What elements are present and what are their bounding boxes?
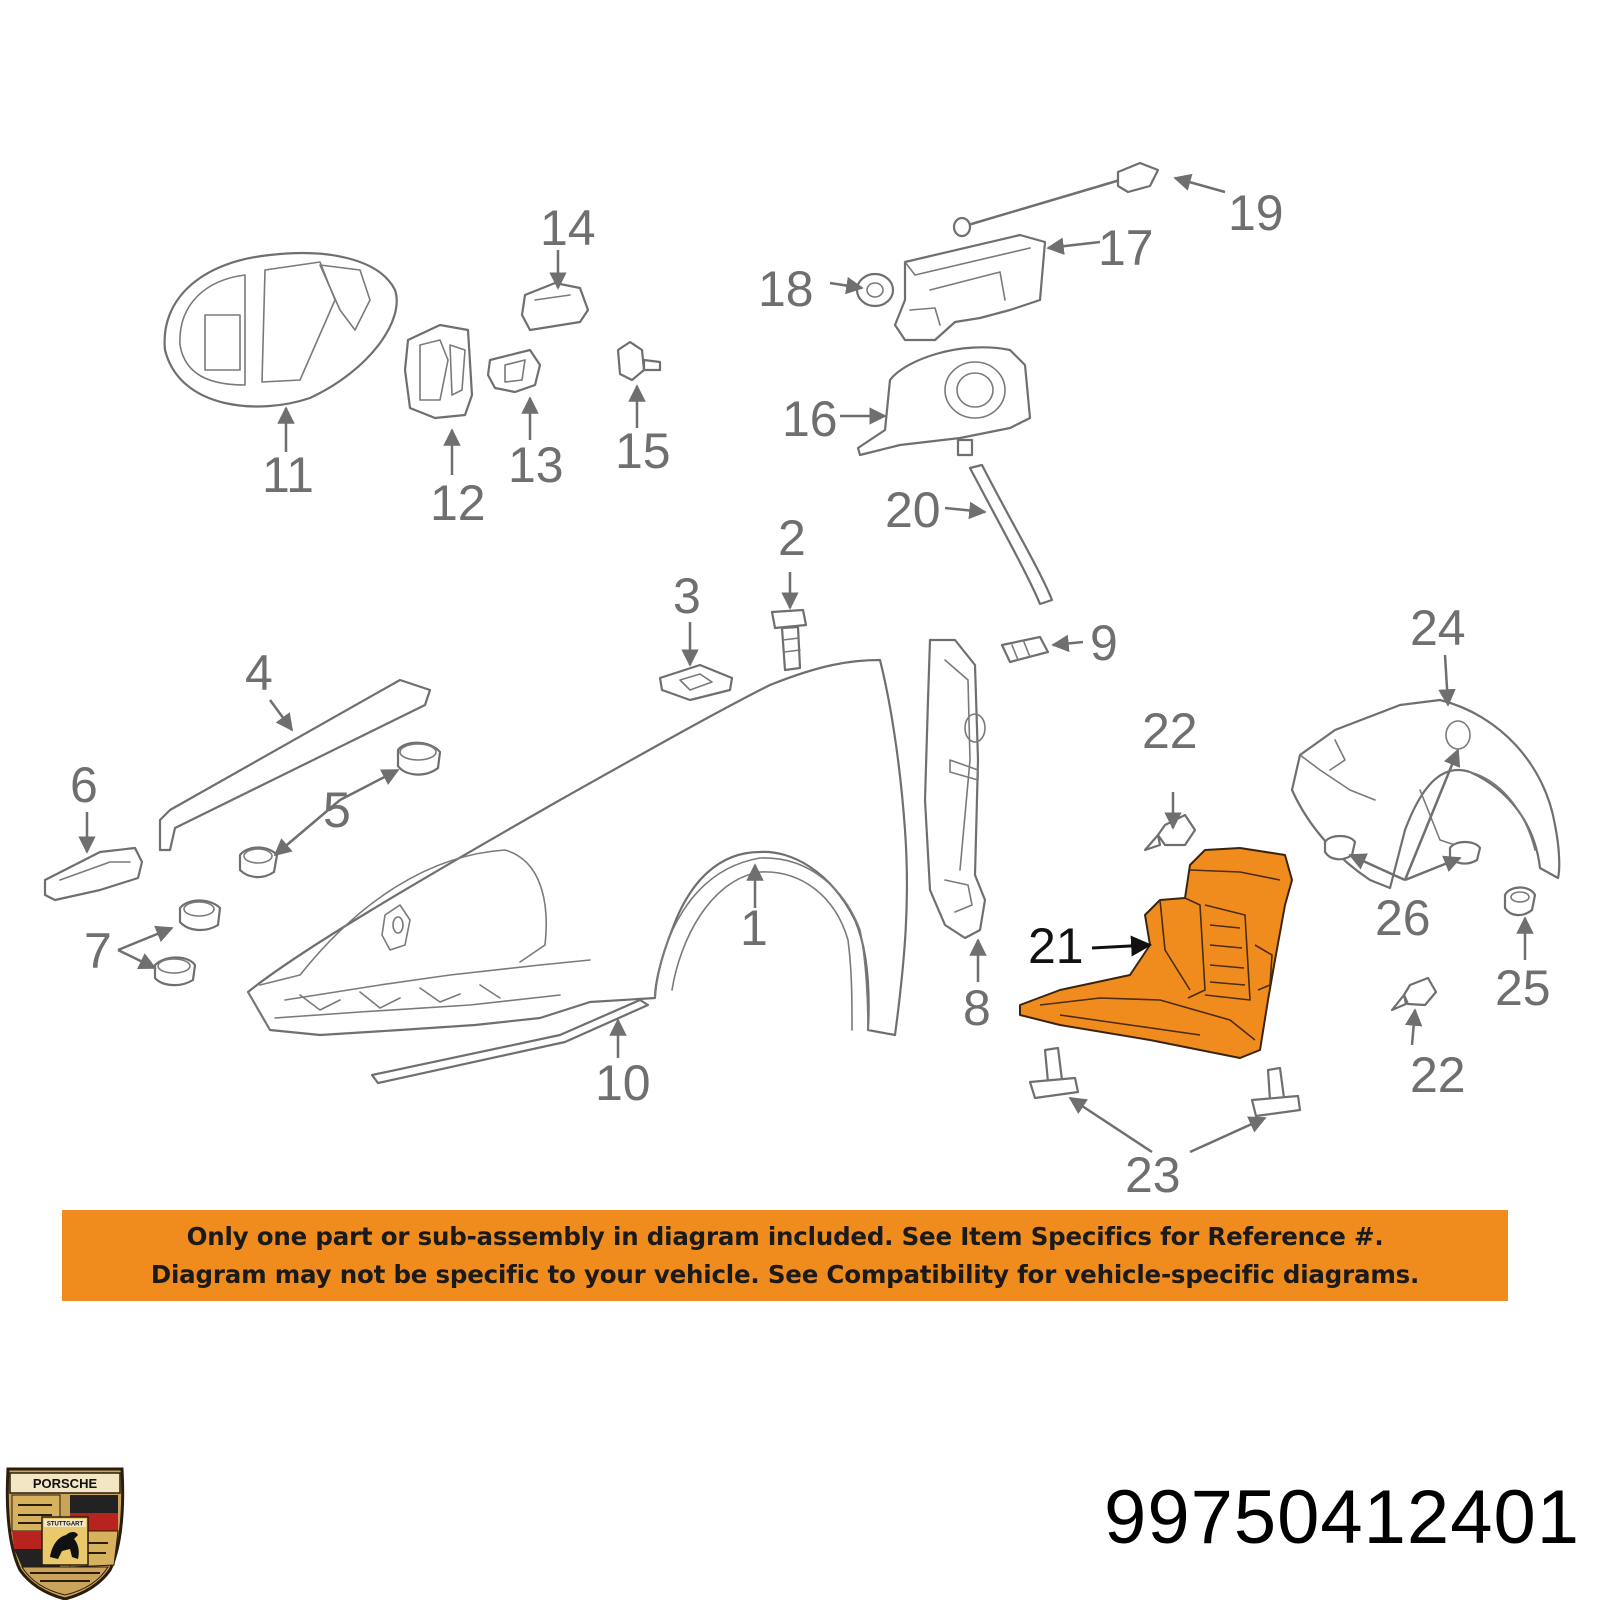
callout-5: 5 [323,782,351,838]
part-11-mirror-housing [163,252,398,408]
callout-labels: 11 12 13 14 15 16 17 18 19 20 9 2 3 4 5 … [70,185,1551,1203]
callout-18: 18 [758,261,814,317]
part-5-grommets [238,741,442,879]
notice-banner-bg [62,1210,1508,1301]
porsche-crest-logo: PORSCHE STUTTGART [5,1467,125,1600]
part-6-bracket [43,846,144,902]
part-14-cap [520,281,590,332]
part-10-lower-trim [370,998,650,1085]
crest-shield-text: STUTTGART [47,1522,84,1528]
part-7-grommets [153,899,222,987]
part-9-bolt [1000,635,1050,664]
callout-25: 25 [1495,960,1551,1016]
callout-16: 16 [782,391,838,447]
callout-22-bottom: 22 [1410,1047,1466,1103]
callout-8: 8 [963,980,991,1036]
part-8-pillar-bracket [923,638,987,940]
part-23-fasteners [1028,1046,1302,1118]
callout-7: 7 [84,923,112,979]
part-12-mirror-bracket [403,323,474,420]
part-2-screw [770,608,808,672]
part-21-splash-shield [1019,847,1293,1059]
callout-2: 2 [778,510,806,566]
callout-9: 9 [1090,615,1118,671]
callout-3: 3 [673,568,701,624]
part-25-clip [1503,886,1537,917]
part-13-clip [486,348,542,394]
callout-20: 20 [885,482,941,538]
callout-13: 13 [508,437,564,493]
part-1-fender [246,658,909,1037]
part-15-push-rivet [616,340,662,382]
callout-14: 14 [540,200,596,256]
callout-24: 24 [1410,600,1466,656]
callout-23: 23 [1125,1147,1181,1203]
part-18-grommet [855,272,895,308]
callout-17: 17 [1098,220,1154,276]
callout-26: 26 [1375,890,1431,946]
callout-11: 11 [262,447,314,503]
notice-line-2: Diagram may not be specific to your vehi… [150,1259,1420,1289]
callout-22-top: 22 [1142,703,1198,759]
callout-15: 15 [615,423,671,479]
leader-lines [78,173,1534,1154]
part-22-screws [1143,813,1438,1012]
part-16-filler-housing [856,346,1032,457]
crest-wordmark: PORSCHE [33,1476,98,1491]
part-20-seal-strip [968,463,1054,606]
callout-19: 19 [1228,185,1284,241]
notice-line-1: Only one part or sub-assembly in diagram… [186,1221,1384,1251]
callout-21: 21 [1028,918,1084,974]
part-19-cable [952,161,1160,238]
part-4-trim-strip [158,678,432,852]
part-17-latch [893,233,1047,342]
callout-4: 4 [245,645,273,701]
part-24-arch-liner [1290,698,1561,890]
callout-6: 6 [70,757,98,813]
compatibility-notice: Only one part or sub-assembly in diagram… [62,1210,1508,1301]
part-3-nut-clip [658,663,734,702]
callout-12: 12 [430,475,486,531]
callout-1: 1 [740,900,768,956]
callout-10: 10 [595,1055,651,1111]
part-number: 99750412401 [1104,1475,1580,1560]
